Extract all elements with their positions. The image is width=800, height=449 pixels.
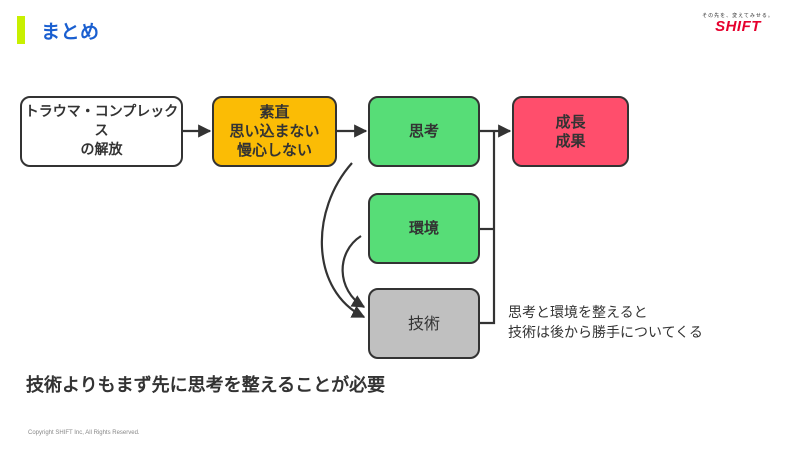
node-label: 思考 — [408, 122, 439, 140]
node-label: トラウマ・コンプレックス の解放 — [24, 104, 179, 158]
copyright-footer: Copyright SHIFT Inc, All Rights Reserved… — [28, 430, 140, 436]
node-label: 技術 — [407, 314, 440, 333]
edge-environment-technique — [341, 235, 366, 308]
logo-tagline: その先を、変えてみせる。 — [702, 13, 774, 19]
node-technique: 技術 — [368, 288, 480, 359]
logo-wordmark: SHIFT — [715, 18, 761, 35]
slide-title: まとめ — [41, 21, 100, 43]
node-label: 素直 思い込まない 慢心しない — [229, 103, 320, 159]
node-mindset: 素直 思い込まない 慢心しない — [212, 96, 337, 167]
node-label: 成長 成果 — [555, 112, 586, 150]
node-growth: 成長 成果 — [512, 96, 629, 167]
shift-logo: その先を、変えてみせる。 SHIFT — [702, 12, 774, 35]
title-accent-bar — [17, 16, 25, 44]
diagram-note: 思考と環境を整えると 技術は後から勝手についてくる — [508, 305, 703, 341]
node-thinking: 思考 — [368, 96, 480, 167]
node-environment: 環境 — [368, 193, 480, 264]
conclusion-text: 技術よりもまず先に思考を整えることが必要 — [26, 375, 386, 396]
edge-thinking-technique — [320, 162, 366, 318]
node-trauma-release: トラウマ・コンプレックス の解放 — [20, 96, 183, 167]
node-label: 環境 — [408, 219, 439, 237]
edge-merge-bus — [480, 131, 496, 325]
